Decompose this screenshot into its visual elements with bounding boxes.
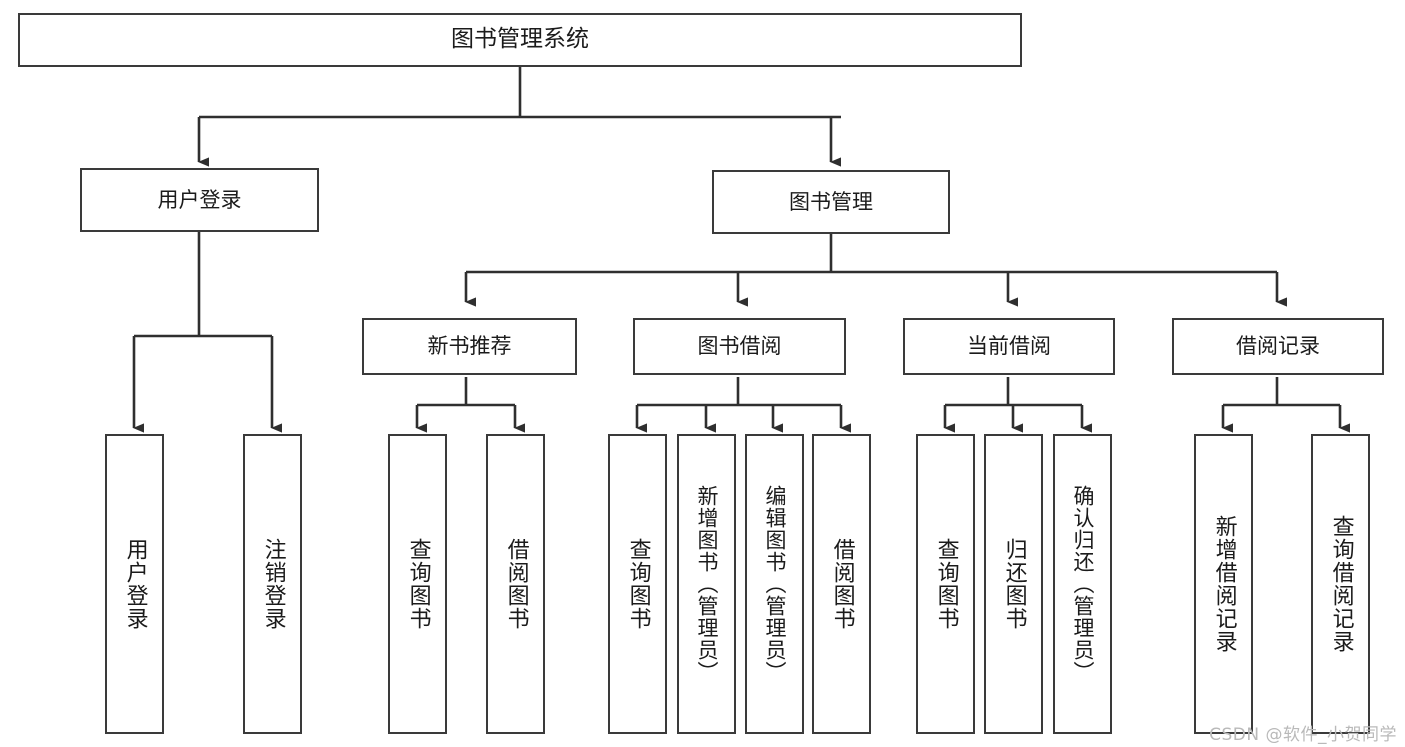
node-current-borrow[interactable]: 当前借阅 bbox=[903, 318, 1115, 375]
node-label: 用户登录 bbox=[157, 187, 242, 212]
node-label: 图书借阅 bbox=[697, 334, 782, 359]
leaf-query-borrow-record[interactable]: 查询借阅记录 bbox=[1311, 434, 1370, 734]
node-label: 当前借阅 bbox=[967, 334, 1051, 359]
leaf-user-login[interactable]: 用户登录 bbox=[105, 434, 164, 734]
node-user-login[interactable]: 用户登录 bbox=[80, 168, 319, 232]
leaf-edit-book-admin[interactable]: 编辑图书（管理员） bbox=[745, 434, 804, 734]
node-label: 借阅图书 bbox=[503, 538, 529, 630]
node-book-management[interactable]: 图书管理 bbox=[712, 170, 950, 234]
node-label: 查询图书 bbox=[625, 538, 651, 630]
node-label: 新书推荐 bbox=[427, 334, 512, 359]
node-label: 查询借阅记录 bbox=[1328, 515, 1354, 653]
leaf-confirm-return-admin[interactable]: 确认归还（管理员） bbox=[1053, 434, 1112, 734]
node-label: 图书管理 bbox=[789, 189, 873, 214]
node-label: 确认归还（管理员） bbox=[1071, 485, 1096, 683]
leaf-add-book-admin[interactable]: 新增图书（管理员） bbox=[677, 434, 736, 734]
watermark-text: CSDN @软件_小贺同学 bbox=[1209, 725, 1397, 745]
node-label: 查询图书 bbox=[933, 538, 959, 630]
node-label: 借阅记录 bbox=[1236, 334, 1320, 359]
leaf-borrow-book-newbook[interactable]: 借阅图书 bbox=[486, 434, 545, 734]
leaf-return-book[interactable]: 归还图书 bbox=[984, 434, 1043, 734]
node-label: 新增借阅记录 bbox=[1211, 515, 1237, 653]
leaf-query-book-current[interactable]: 查询图书 bbox=[916, 434, 975, 734]
node-label: 查询图书 bbox=[405, 538, 431, 630]
node-label: 新增图书（管理员） bbox=[695, 485, 720, 683]
node-borrow-record[interactable]: 借阅记录 bbox=[1172, 318, 1384, 375]
leaf-query-book-newbook[interactable]: 查询图书 bbox=[388, 434, 447, 734]
node-root-system[interactable]: 图书管理系统 bbox=[18, 13, 1022, 67]
node-label: 借阅图书 bbox=[829, 538, 855, 630]
node-label: 编辑图书（管理员） bbox=[763, 485, 788, 683]
node-book-borrow[interactable]: 图书借阅 bbox=[633, 318, 846, 375]
node-label: 归还图书 bbox=[1001, 538, 1027, 630]
node-label: 图书管理系统 bbox=[451, 26, 589, 53]
node-label: 用户登录 bbox=[122, 538, 148, 630]
leaf-add-borrow-record[interactable]: 新增借阅记录 bbox=[1194, 434, 1253, 734]
leaf-borrow-book[interactable]: 借阅图书 bbox=[812, 434, 871, 734]
node-label: 注销登录 bbox=[260, 538, 286, 630]
leaf-logout[interactable]: 注销登录 bbox=[243, 434, 302, 734]
node-new-book-recommend[interactable]: 新书推荐 bbox=[362, 318, 577, 375]
leaf-query-book-borrow[interactable]: 查询图书 bbox=[608, 434, 667, 734]
